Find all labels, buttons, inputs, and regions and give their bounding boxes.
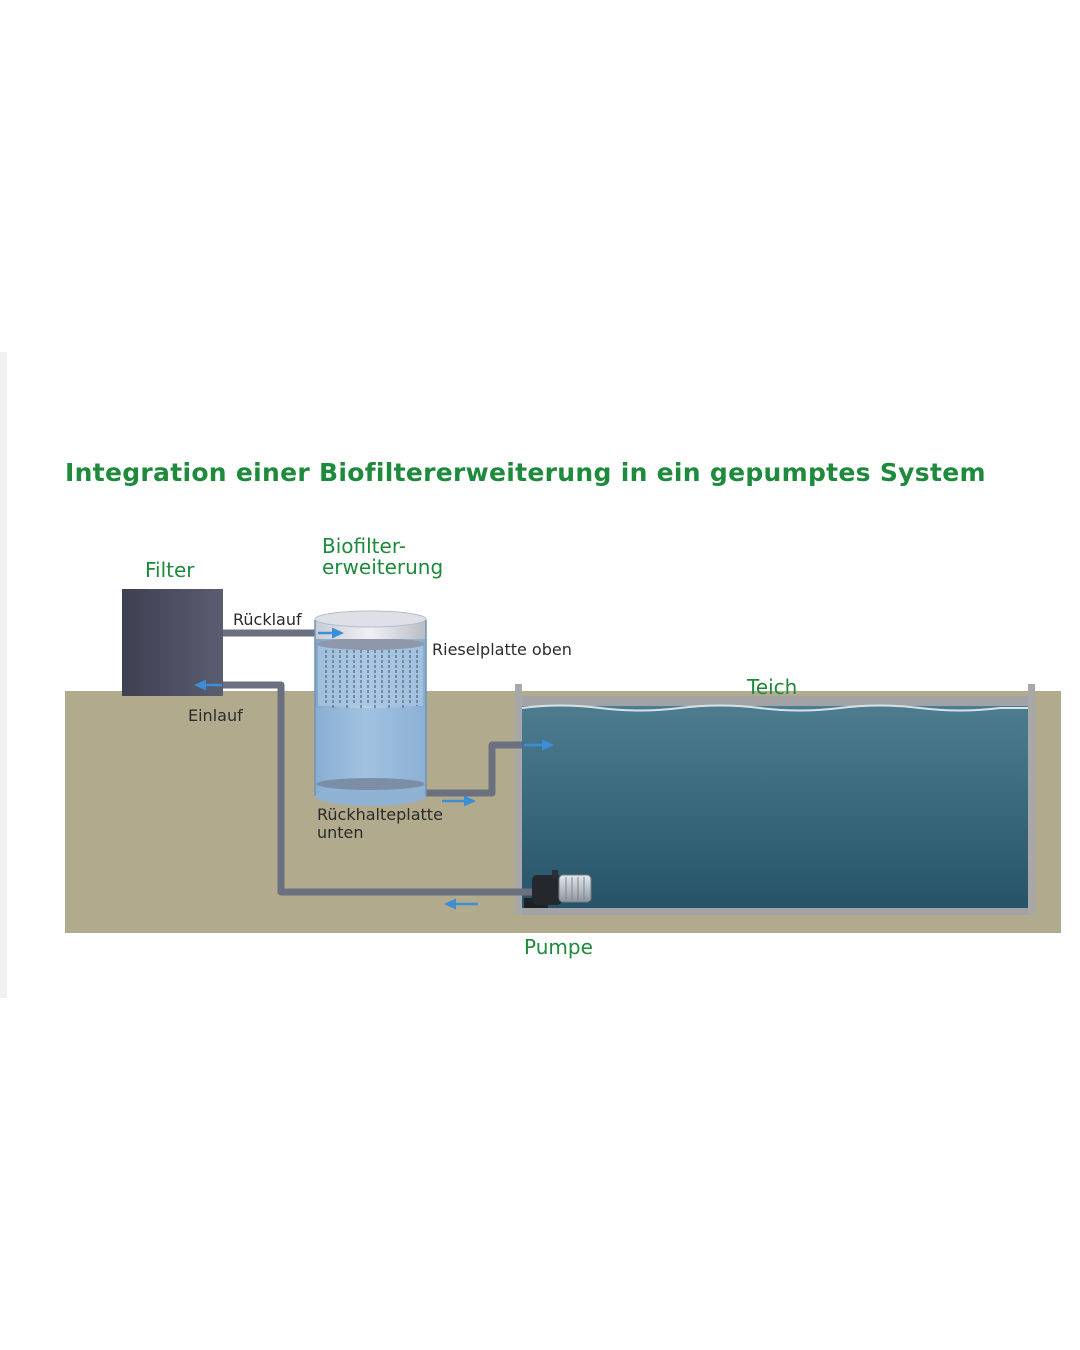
water-surface-wave — [521, 704, 1028, 712]
tank-trickle-zone — [318, 642, 423, 706]
diagram-title: Integration einer Biofiltererweiterung i… — [65, 458, 986, 487]
label-einlauf: Einlauf — [188, 706, 243, 725]
tank-lid-top — [314, 610, 427, 628]
pump-motor — [558, 874, 592, 903]
label-ruecklauf: Rücklauf — [233, 610, 302, 629]
pipe-tank-to-pond — [425, 741, 522, 797]
label-biofilter-line1: Biofilter- — [322, 534, 406, 558]
pond-wall-left — [515, 684, 522, 915]
flow-arrows — [194, 627, 554, 910]
flow-arrow-icon — [442, 795, 476, 807]
pump-outlet — [552, 870, 558, 878]
pond — [515, 684, 1035, 915]
pipes — [223, 629, 536, 896]
label-rieselplatte: Rieselplatte oben — [432, 640, 572, 659]
label-filter: Filter — [145, 558, 195, 582]
rieselplatte-disc — [316, 638, 425, 650]
label-rueckhalteplatte-line2: unten — [317, 823, 364, 842]
label-teich: Teich — [747, 675, 798, 699]
label-rueckhalteplatte-line1: Rückhalteplatte — [317, 805, 443, 824]
filter-box — [122, 589, 223, 696]
flow-arrow-icon — [444, 898, 478, 910]
pond-wall-right — [1028, 684, 1035, 915]
label-pumpe: Pumpe — [524, 935, 593, 959]
flow-arrow-icon — [318, 627, 344, 639]
biofilter-tank — [314, 610, 427, 806]
label-rueckhalteplatte: Rückhalteplatte unten — [317, 806, 443, 842]
trickle-streams — [325, 650, 418, 708]
pump-icon — [524, 870, 592, 908]
flow-arrow-icon — [524, 739, 554, 751]
pipe-einlauf — [223, 681, 536, 896]
flow-arrow-icon — [194, 679, 222, 691]
rueckhalteplatte-disc — [316, 778, 425, 790]
pump-housing — [532, 875, 562, 905]
label-biofilter: Biofilter- erweiterung — [322, 536, 443, 578]
left-edge-divider — [0, 352, 7, 998]
label-biofilter-line2: erweiterung — [322, 555, 444, 579]
pond-water — [522, 706, 1028, 908]
